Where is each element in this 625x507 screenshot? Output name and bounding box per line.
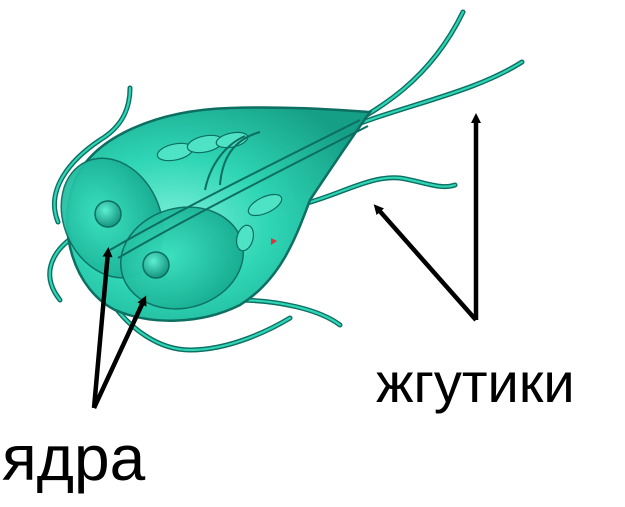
arrow-icon — [377, 208, 476, 320]
nucleus-1 — [95, 201, 121, 227]
flagella-label: жгутики — [376, 355, 575, 411]
nuclei-label: ядра — [2, 426, 145, 490]
nucleus-2 — [143, 252, 169, 278]
